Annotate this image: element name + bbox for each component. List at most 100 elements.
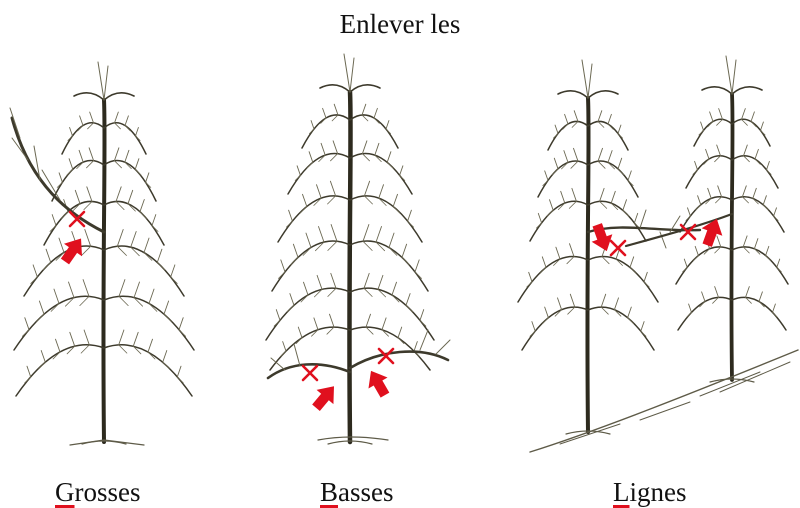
twig — [532, 322, 535, 332]
twig — [406, 294, 410, 306]
branch — [104, 123, 146, 154]
twig — [552, 169, 558, 175]
twig — [767, 161, 770, 169]
branch — [350, 115, 398, 148]
twig — [717, 145, 721, 156]
twig — [393, 207, 400, 214]
twig — [695, 246, 698, 255]
twig — [59, 238, 64, 252]
twig — [67, 169, 73, 175]
twig — [746, 287, 750, 298]
branch — [278, 196, 350, 242]
twig — [402, 257, 409, 264]
branch — [522, 307, 588, 350]
twig — [82, 246, 91, 255]
leader-branch — [558, 91, 588, 98]
twig — [307, 162, 313, 168]
twig — [331, 225, 337, 242]
cut-mark-stroke — [303, 366, 317, 380]
twig — [363, 241, 372, 250]
ground — [70, 440, 144, 445]
twig — [400, 166, 403, 176]
caption-grosses: Grosses — [55, 477, 141, 508]
twig — [79, 150, 83, 162]
twig — [87, 187, 92, 202]
leader-branch — [350, 85, 380, 92]
twig — [564, 151, 568, 163]
twig — [761, 122, 764, 130]
branch — [588, 161, 638, 197]
leader-twig — [104, 66, 108, 100]
twig — [386, 121, 389, 129]
leader-branch — [320, 85, 350, 92]
twig — [25, 377, 31, 383]
trunk — [349, 92, 350, 442]
twig — [135, 169, 141, 175]
twig — [754, 239, 758, 249]
twig — [61, 212, 68, 219]
twig — [363, 225, 369, 242]
twig — [644, 272, 647, 282]
twig — [144, 238, 149, 252]
twig — [179, 330, 186, 337]
twig — [608, 151, 612, 163]
twig — [319, 227, 325, 243]
leader-branch — [104, 93, 134, 100]
cut-mark-icon — [303, 366, 317, 380]
twig — [628, 307, 632, 318]
twig — [366, 314, 371, 327]
twig — [306, 233, 311, 247]
twig — [281, 260, 285, 272]
twig — [163, 351, 167, 363]
twig — [630, 267, 636, 273]
trunk — [587, 98, 588, 432]
twig — [271, 330, 450, 370]
twig — [550, 200, 554, 211]
branch — [694, 119, 732, 146]
twig — [608, 114, 611, 124]
branch — [350, 241, 428, 291]
twig — [119, 345, 127, 353]
twig — [561, 191, 565, 203]
twig — [742, 186, 746, 197]
twig — [601, 294, 606, 307]
twig — [398, 327, 402, 338]
twig — [755, 149, 758, 159]
red-arrow-shape — [361, 365, 394, 400]
branch — [538, 161, 588, 197]
twig — [774, 208, 777, 216]
red-arrow-icon — [308, 379, 343, 415]
twig — [744, 145, 748, 156]
twig — [600, 201, 607, 208]
twig — [708, 188, 712, 198]
twig — [41, 351, 45, 363]
twig — [706, 149, 709, 159]
twig — [330, 181, 335, 196]
twig — [149, 289, 154, 303]
twig — [330, 314, 335, 327]
twig — [684, 259, 687, 267]
twig — [146, 173, 149, 183]
leader-twig — [582, 60, 588, 98]
twig — [614, 298, 618, 310]
twig — [83, 280, 89, 297]
twig — [298, 327, 302, 338]
twig — [317, 185, 322, 198]
red-arrow-icon — [587, 221, 617, 255]
twig — [696, 205, 701, 210]
twig — [69, 282, 75, 298]
twig — [393, 194, 397, 206]
twig — [529, 272, 532, 282]
leader-branch — [74, 93, 104, 100]
branch — [104, 296, 194, 350]
twig — [598, 161, 605, 168]
twig — [389, 233, 394, 247]
twig — [555, 125, 558, 133]
twig — [402, 244, 407, 257]
branch — [588, 121, 628, 150]
branch — [732, 247, 788, 284]
caption-basses: Basses — [320, 477, 394, 508]
twig — [304, 282, 309, 295]
twig — [334, 104, 338, 115]
twig — [547, 210, 553, 216]
